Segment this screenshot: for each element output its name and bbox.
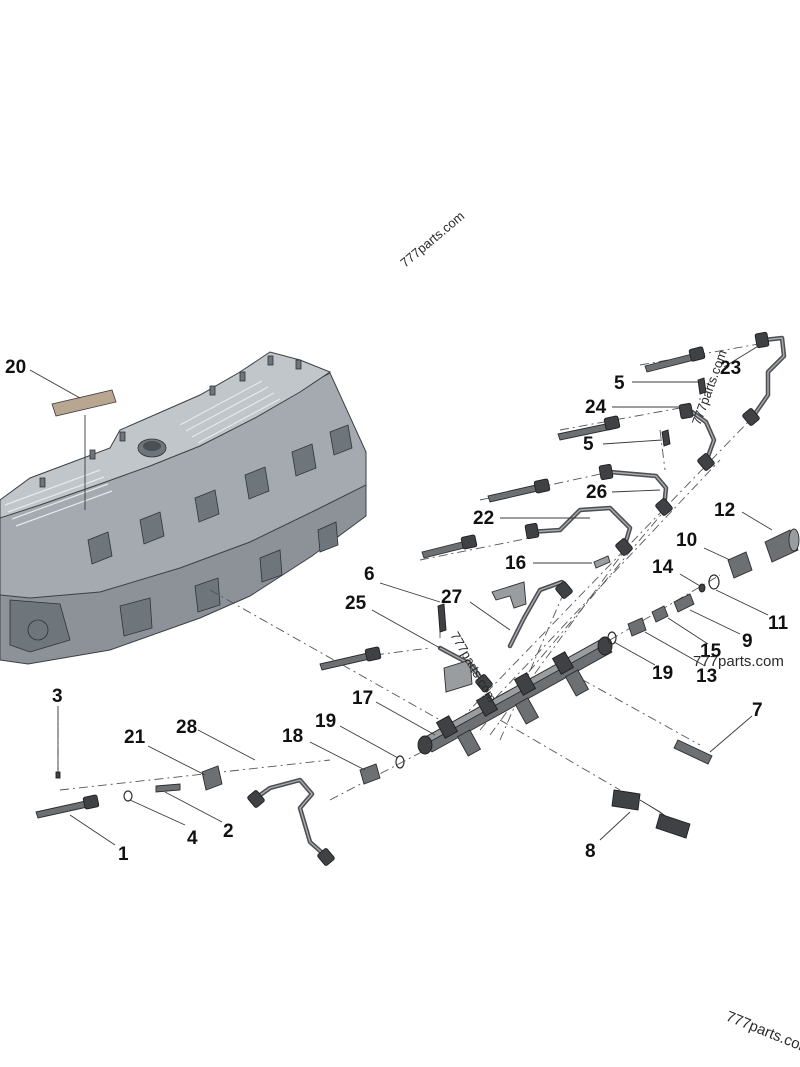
watermark-right: 777parts.com — [693, 653, 784, 670]
callout-9: 9 — [742, 631, 753, 652]
small-parts — [51, 377, 800, 839]
cover-bolts — [39, 355, 302, 488]
callout-23: 23 — [720, 358, 741, 379]
callout-22: 22 — [473, 508, 494, 529]
watermark-bottom: 777parts.com — [724, 1008, 800, 1058]
callout-6: 6 — [364, 564, 375, 585]
callout-8: 8 — [585, 841, 596, 862]
leader-lines — [29, 344, 773, 846]
callout-10: 10 — [676, 530, 697, 551]
callout-1: 1 — [118, 844, 129, 865]
rocker-cover-fins — [4, 380, 281, 527]
callout-16: 16 — [505, 553, 526, 574]
callout-18: 18 — [282, 726, 303, 747]
callout-19-left: 19 — [315, 711, 336, 732]
callout-3: 3 — [52, 686, 63, 707]
callout-21: 21 — [124, 727, 146, 748]
callout-4: 4 — [187, 828, 198, 849]
callout-13: 13 — [696, 666, 717, 687]
callout-2: 2 — [223, 821, 234, 842]
callout-labels: 20 3 1 4 2 21 28 18 19 17 6 25 27 16 22 … — [5, 357, 789, 865]
callout-25: 25 — [345, 593, 367, 614]
callout-17: 17 — [352, 688, 373, 709]
callout-11: 11 — [768, 613, 789, 634]
callout-20: 20 — [5, 357, 26, 378]
callout-5-top: 5 — [614, 373, 625, 394]
fuel-rail — [417, 636, 613, 757]
watermarks: 777parts.com 777parts.com 777parts.com 7… — [397, 208, 800, 1058]
watermark-top: 777parts.com — [397, 208, 467, 270]
callout-14: 14 — [652, 557, 674, 578]
callout-15: 15 — [700, 641, 722, 662]
assembly-centerlines — [57, 341, 771, 801]
callout-5-bottom: 5 — [583, 434, 594, 455]
callout-26: 26 — [586, 482, 607, 503]
callout-24: 24 — [585, 397, 607, 418]
fuel-pipes — [247, 331, 787, 866]
callout-12: 12 — [714, 500, 735, 521]
callout-7: 7 — [752, 700, 763, 721]
injectors — [35, 346, 706, 819]
callout-28: 28 — [176, 717, 197, 738]
callout-27: 27 — [441, 587, 462, 608]
engine-cylinder-head — [0, 351, 367, 665]
callout-19-right: 19 — [652, 663, 673, 684]
